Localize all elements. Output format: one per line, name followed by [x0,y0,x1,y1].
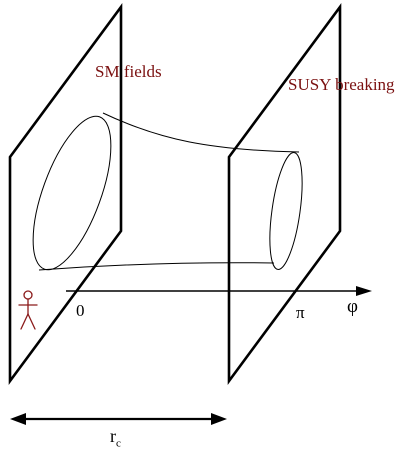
phi-axis-arrowhead [356,286,372,296]
length-arrow-right-head [211,413,227,425]
throat-lower-edge [38,262,275,271]
throat-right-mouth [269,152,303,270]
warped-throat [32,112,303,271]
phi-label: φ [347,296,358,317]
length-arrow-left-head [10,413,26,425]
left-brane [8,3,123,385]
stick-figure-icon [18,290,38,330]
right-brane [227,3,342,385]
origin-label: 0 [76,301,85,320]
throat-left-mouth [32,115,112,271]
left-brane-label: SM fields [95,62,162,81]
length-label-subscript: c [116,437,121,450]
throat-upper-edge [102,112,300,153]
length-label-main: r [110,426,116,446]
phi-axis [66,286,372,296]
pi-label: π [296,303,305,322]
length-scale-arrow [10,413,227,425]
right-brane-label: SUSY breaking [288,75,395,94]
length-label: rc [110,427,121,450]
